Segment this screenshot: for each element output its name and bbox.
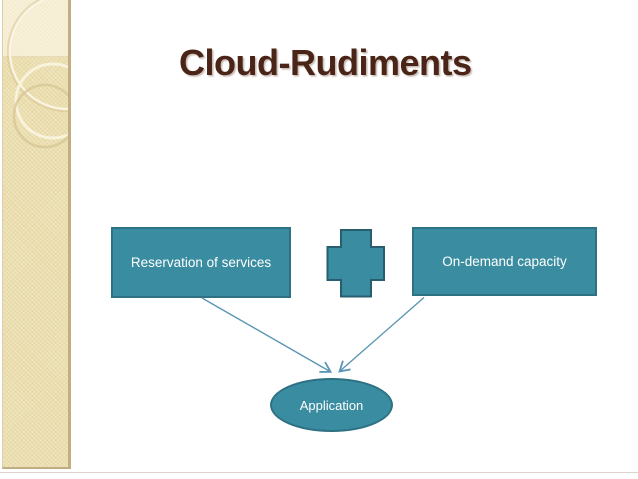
application-label: Application: [299, 397, 364, 413]
on-demand-capacity-label: On-demand capacity: [442, 254, 567, 269]
reservation-of-services-label: Reservation of services: [130, 255, 272, 270]
on-demand-capacity-box: On-demand capacity: [412, 227, 597, 296]
application-ellipse: Application: [270, 378, 393, 432]
connector-arrow-left: [201, 297, 333, 373]
sidebar-decoration-panel: [2, 0, 71, 469]
slide-title: Cloud-Rudiments: [179, 42, 472, 83]
connector-arrow-right: [338, 296, 425, 373]
plus-icon: [326, 229, 385, 298]
reservation-of-services-box: Reservation of services: [111, 227, 291, 298]
slide-edge-line: [0, 472, 638, 473]
overlapping-rings-icon: [6, 0, 68, 149]
